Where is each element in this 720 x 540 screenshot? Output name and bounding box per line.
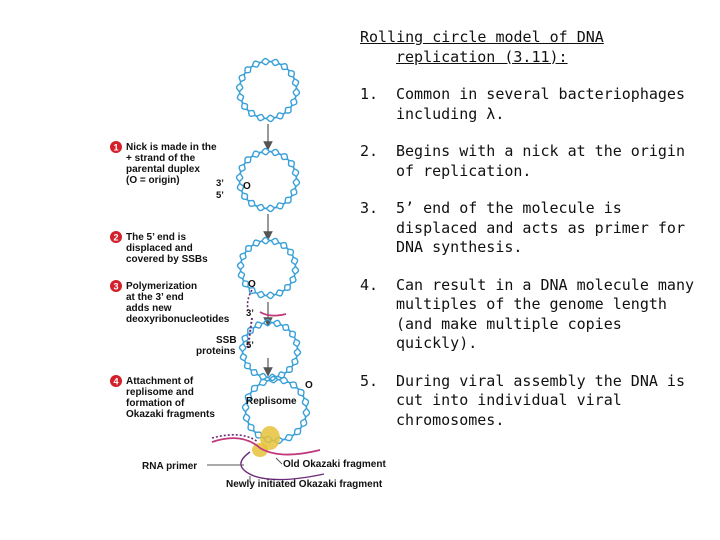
step-1-five-prime: 5’ (216, 190, 224, 201)
step-3-badge: 3 (110, 280, 122, 292)
ssb-label: SSB proteins (196, 335, 239, 357)
point-number: 3. (360, 199, 379, 217)
okazaki-fragment-loop (240, 451, 325, 481)
old-okazaki-pointer (275, 457, 283, 465)
point-number: 5. (360, 371, 379, 390)
title-line-2: replication (3.11): (396, 47, 568, 66)
point-text: Begins with a nick at the origin of repl… (396, 142, 685, 180)
step-3-origin: O (248, 279, 256, 290)
point-text: Common in several bacteriophages includi… (396, 85, 685, 123)
point-text: Can result in a DNA molecule many multip… (396, 275, 695, 353)
step-3-five-prime: 5’ (246, 340, 254, 351)
step-2-badge: 2 (110, 231, 122, 243)
step-4-caption: Attachment of replisome and formation of… (126, 376, 215, 420)
slide-text: Rolling circle model of DNA replication … (360, 28, 710, 430)
replisome (252, 426, 280, 457)
replisome-label: Replisome (246, 396, 297, 407)
point-1: 1. Common in several bacteriophages incl… (360, 85, 710, 124)
svg-text:3: 3 (113, 282, 118, 292)
point-number: 2. (360, 142, 379, 160)
point-5: 5. During viral assembly the DNA is cut … (360, 372, 710, 431)
step-3-new-dna (259, 311, 287, 317)
svg-text:4: 4 (113, 377, 118, 387)
step-3-three-prime: 3’ (246, 308, 254, 319)
svg-text:1: 1 (113, 143, 118, 153)
step-4-origin: O (305, 380, 313, 391)
step-2-circle (236, 236, 300, 300)
point-text: During viral assembly the DNA is cut int… (396, 371, 685, 429)
point-number: 1. (360, 85, 379, 103)
step-1-badge: 1 (110, 141, 122, 153)
step-1-circle (235, 147, 301, 213)
step-3-circle (238, 318, 302, 382)
old-okazaki-label: Old Okazaki fragment (283, 459, 386, 470)
step-2-displaced-strand (246, 289, 253, 311)
step-4-badge: 4 (110, 375, 122, 387)
step-2-caption: The 5’ end is displaced and covered by S… (126, 232, 208, 265)
step-1-origin: O (243, 181, 251, 192)
title-line-1: Rolling circle model of DNA (360, 28, 604, 46)
rna-primer-label: RNA primer (142, 461, 197, 472)
point-2: 2. Begins with a nick at the origin of r… (360, 142, 710, 181)
slide-title: Rolling circle model of DNA replication … (360, 28, 710, 67)
point-text: 5’ end of the molecule is displaced and … (396, 199, 685, 256)
svg-text:2: 2 (113, 233, 118, 243)
parental-duplex-circle (235, 57, 301, 123)
point-3: 3. 5’ end of the molecule is displaced a… (360, 199, 710, 258)
okazaki-lagging-strand (211, 437, 321, 456)
okazaki-lagging-ssb (211, 434, 259, 443)
step-3-caption: Polymerization at the 3’ end adds new de… (126, 281, 230, 325)
point-4: 4. Can result in a DNA molecule many mul… (360, 276, 710, 354)
step-1-three-prime: 3’ (216, 178, 224, 189)
point-number: 4. (360, 275, 379, 294)
rolling-circle-diagram: 1 Nick is made in the + strand of the pa… (110, 57, 386, 490)
new-okazaki-label: Newly initiated Okazaki fragment (226, 479, 383, 490)
step-4-circle (241, 375, 311, 445)
step-1-caption: Nick is made in the + strand of the pare… (126, 142, 219, 186)
